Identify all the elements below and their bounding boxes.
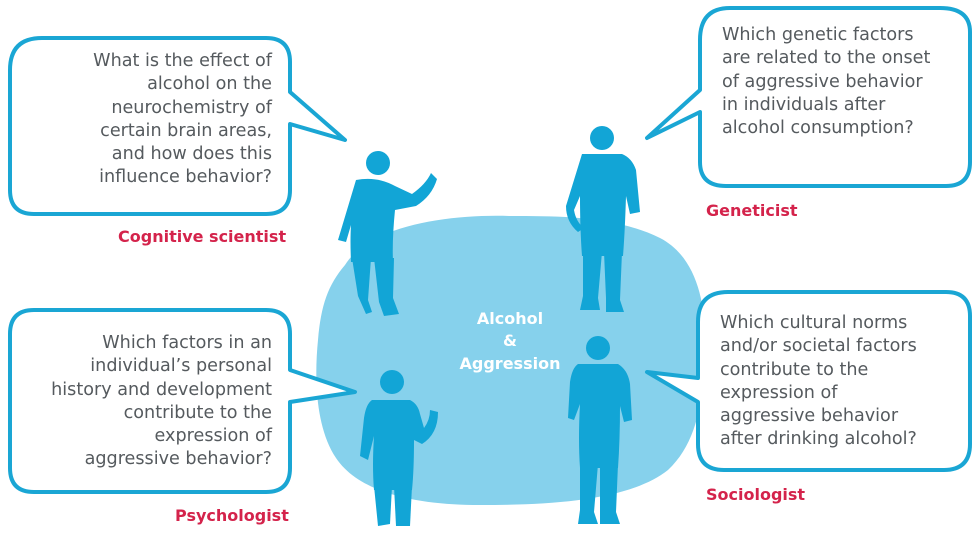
geneticist-figure-icon xyxy=(566,126,640,312)
question-line: are related to the onset xyxy=(722,48,931,69)
center-topic-line3: Aggression xyxy=(459,353,561,373)
sociologist-question: Which cultural norms and/or societal fac… xyxy=(720,312,965,452)
center-topic-line2: & xyxy=(503,331,517,351)
question-line: neurochemistry of xyxy=(111,97,272,118)
question-line: What is the effect of xyxy=(93,51,272,71)
geneticist-question: Which genetic factors are related to the… xyxy=(722,24,962,140)
question-line: contribute to the xyxy=(123,402,272,423)
psychologist-figure-icon xyxy=(360,370,438,526)
center-topic-line1: Alcohol xyxy=(476,309,544,328)
question-line: of aggressive behavior xyxy=(722,71,923,92)
role-label-sociologist: Sociologist xyxy=(706,485,806,504)
question-line: influence behavior? xyxy=(99,167,272,188)
question-line: alcohol on the xyxy=(147,74,272,95)
role-label-geneticist: Geneticist xyxy=(706,201,798,220)
question-line: and how does this xyxy=(111,144,272,165)
question-line: individual’s personal xyxy=(90,356,272,377)
question-line: alcohol consumption? xyxy=(722,118,914,139)
role-label-psychologist: Psychologist xyxy=(175,506,289,525)
speech-bubble-psychologist xyxy=(8,308,357,494)
sociologist-figure-icon xyxy=(568,336,632,524)
question-line: Which factors in an xyxy=(102,333,272,353)
question-line: Which cultural norms xyxy=(720,313,908,333)
cognitive-scientist-figure-icon xyxy=(338,151,437,316)
question-line: certain brain areas, xyxy=(100,120,272,141)
question-line: after drinking alcohol? xyxy=(720,429,917,450)
question-line: contribute to the xyxy=(720,359,869,380)
question-line: expression of xyxy=(720,382,838,403)
question-line: aggressive behavior? xyxy=(84,449,272,470)
question-line: aggressive behavior xyxy=(720,406,899,427)
cognitive-scientist-question: What is the effect of alcohol on the neu… xyxy=(32,50,272,190)
speech-bubble-cognitive xyxy=(8,36,347,216)
center-topic-label: Alcohol & Aggression xyxy=(430,308,590,375)
question-line: and/or societal factors xyxy=(720,336,917,357)
question-line: in individuals after xyxy=(722,94,886,115)
speech-bubble-sociologist xyxy=(645,290,972,472)
question-line: Which genetic factors xyxy=(722,25,914,45)
role-label-cognitive-scientist: Cognitive scientist xyxy=(118,227,287,246)
speech-bubble-geneticist xyxy=(645,6,972,188)
question-line: history and development xyxy=(51,379,272,400)
psychologist-question: Which factors in an individual’s persona… xyxy=(14,332,272,472)
question-line: expression of xyxy=(154,426,272,447)
